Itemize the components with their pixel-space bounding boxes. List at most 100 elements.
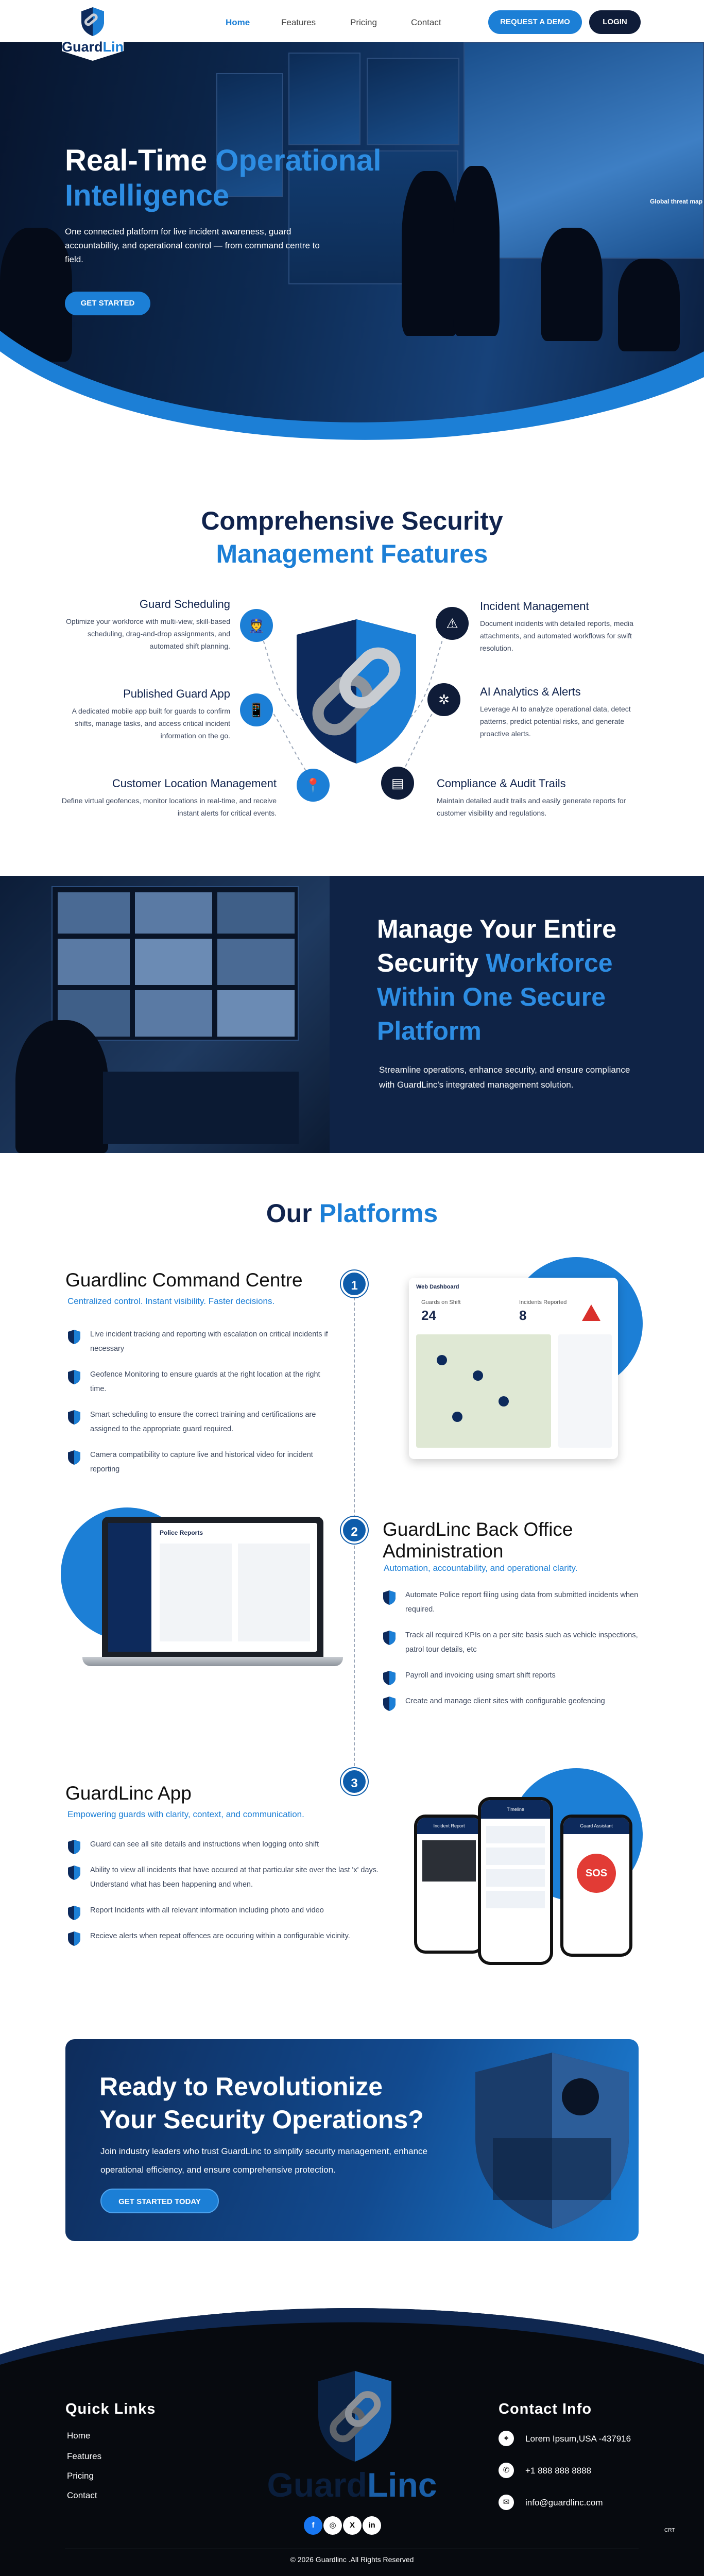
- list-item: Geofence Monitoring to ensure guards at …: [67, 1367, 335, 1396]
- footer-logo-word: GuardLinc: [267, 2466, 437, 2504]
- features-title-highlight: Management Features: [216, 539, 488, 568]
- person-silhouette: [541, 228, 603, 341]
- step-number-1: 1: [341, 1270, 368, 1297]
- operator-silhouette: [15, 1020, 108, 1153]
- shield-logo-icon: [81, 7, 104, 36]
- contact-info-title: Contact Info: [499, 2401, 592, 2417]
- linkedin-icon[interactable]: in: [363, 2516, 381, 2535]
- phone-icon: 📱: [240, 693, 273, 726]
- list-item: Report Incidents with all relevant infor…: [67, 1903, 387, 1920]
- nav-link-features[interactable]: Features: [281, 18, 316, 27]
- feature-ai-analytics: AI Analytics & Alerts Leverage AI to ana…: [480, 685, 631, 738]
- list-item: Smart scheduling to ensure the correct t…: [67, 1408, 335, 1436]
- logo-word-b: Linc: [102, 39, 132, 55]
- platform-2-bullets: Automate Police report filing using data…: [383, 1588, 650, 1720]
- copyright-text: © 2026 Guardlinc .All Rights Reserved: [290, 2555, 414, 2564]
- cta-subtitle: Join industry leaders who trust GuardLin…: [100, 2146, 427, 2175]
- get-started-today-button[interactable]: GET STARTED TODAY: [100, 2189, 219, 2213]
- hero-wave: [0, 331, 704, 454]
- shield-photo-icon: [475, 2053, 629, 2229]
- workforce-subtitle: Streamline operations, enhance security,…: [379, 1065, 630, 1090]
- list-item: Create and manage client sites with conf…: [383, 1694, 650, 1711]
- monitor: [288, 53, 360, 145]
- feature-customer-location: Customer Location Management Define virt…: [61, 777, 277, 817]
- platforms-title: Our Platforms: [266, 1199, 438, 1228]
- x-twitter-icon[interactable]: X: [343, 2516, 362, 2535]
- shield-bullet-icon: [68, 1931, 80, 1946]
- hero-subtitle: One connected platform for live incident…: [65, 227, 320, 264]
- footer-link-pricing[interactable]: Pricing: [67, 2471, 94, 2481]
- map-label: Global threat map: [650, 198, 703, 205]
- list-item: Camera compatibility to capture live and…: [67, 1448, 335, 1477]
- shield-bullet-icon: [68, 1866, 80, 1880]
- person-silhouette: [453, 166, 500, 336]
- logo[interactable]: GuardLinc: [62, 0, 124, 61]
- footer-email[interactable]: info@guardlinc.com: [525, 2498, 603, 2507]
- map-panel: [416, 1334, 551, 1448]
- instagram-icon[interactable]: ◎: [323, 2516, 342, 2535]
- desk: [103, 1072, 299, 1144]
- shield-bullet-icon: [383, 1631, 396, 1645]
- guard-icon: 👮: [240, 609, 273, 642]
- platform-2-title: GuardLinc Back Office Administration: [383, 1519, 573, 1562]
- shield-bullet-icon: [68, 1450, 80, 1465]
- laptop-screen: Police Reports: [102, 1517, 323, 1657]
- platform-1-bullets: Live incident tracking and reporting wit…: [67, 1327, 335, 1488]
- request-demo-button[interactable]: REQUEST A DEMO: [488, 10, 582, 34]
- platform-3-tagline: Empowering guards with clarity, context,…: [67, 1809, 304, 1819]
- footer-link-home[interactable]: Home: [67, 2431, 91, 2441]
- video-wall: [51, 886, 299, 1041]
- shield-bullet-icon: [68, 1410, 80, 1425]
- phone-mock: Guard Assistant SOS: [560, 1815, 632, 1957]
- platform-2-tagline: Automation, accountability, and operatio…: [384, 1563, 578, 1573]
- facebook-icon[interactable]: f: [304, 2516, 322, 2535]
- list-item: Payroll and invoicing using smart shift …: [383, 1668, 650, 1685]
- warning-icon: ⚠: [436, 607, 469, 640]
- phone-mock: Incident Report: [414, 1815, 484, 1954]
- location-icon: 📍: [297, 769, 330, 802]
- platform-1-title: Guardlinc Command Centre: [65, 1269, 303, 1291]
- logo-word-a: Guard: [62, 39, 103, 55]
- login-button[interactable]: LOGIN: [589, 10, 641, 34]
- list-item: Guard can see all site details and instr…: [67, 1837, 387, 1854]
- footer-link-contact[interactable]: Contact: [67, 2490, 97, 2500]
- alerts-panel: [558, 1334, 612, 1448]
- warning-icon: [582, 1304, 600, 1321]
- get-started-button[interactable]: GET STARTED: [65, 292, 150, 315]
- person-silhouette: [618, 259, 680, 351]
- nav-link-home[interactable]: Home: [226, 18, 250, 27]
- nav-link-contact[interactable]: Contact: [411, 18, 441, 27]
- world-map-screen: Global threat map: [463, 42, 704, 259]
- shield-bullet-icon: [68, 1330, 80, 1344]
- phone-mock: Timeline: [478, 1797, 553, 1965]
- nav-link-pricing[interactable]: Pricing: [350, 18, 377, 27]
- shield-bullet-icon: [383, 1697, 396, 1711]
- footer-phone[interactable]: +1 888 888 8888: [525, 2466, 592, 2476]
- monitor: [216, 73, 283, 197]
- shield-bullet-icon: [68, 1370, 80, 1384]
- shield-bullet-icon: [68, 1906, 80, 1920]
- footer-link-features[interactable]: Features: [67, 2451, 102, 2461]
- quick-links-title: Quick Links: [65, 2401, 156, 2417]
- shield-bullet-icon: [383, 1590, 396, 1605]
- footer-address: Lorem Ipsum,USA -437916: [525, 2434, 631, 2444]
- list-item: Track all required KPIs on a per site ba…: [383, 1628, 650, 1657]
- monitor: [367, 58, 459, 145]
- feature-compliance-audit: Compliance & Audit Trails Maintain detai…: [437, 777, 626, 817]
- sos-button[interactable]: SOS: [577, 1854, 616, 1893]
- step-number-3: 3: [341, 1768, 368, 1795]
- list-item: Live incident tracking and reporting wit…: [67, 1327, 335, 1356]
- location-pin-icon: ⌖: [499, 2431, 514, 2446]
- platform-3-bullets: Guard can see all site details and instr…: [67, 1837, 387, 1955]
- ai-icon: ✲: [427, 683, 460, 716]
- shield-bullet-icon: [383, 1671, 396, 1685]
- feature-incident-management: Incident Management Document incidents w…: [480, 600, 634, 652]
- audit-icon: ▤: [381, 767, 414, 800]
- person-silhouette: [402, 171, 458, 336]
- chain-shield-icon: [297, 619, 416, 764]
